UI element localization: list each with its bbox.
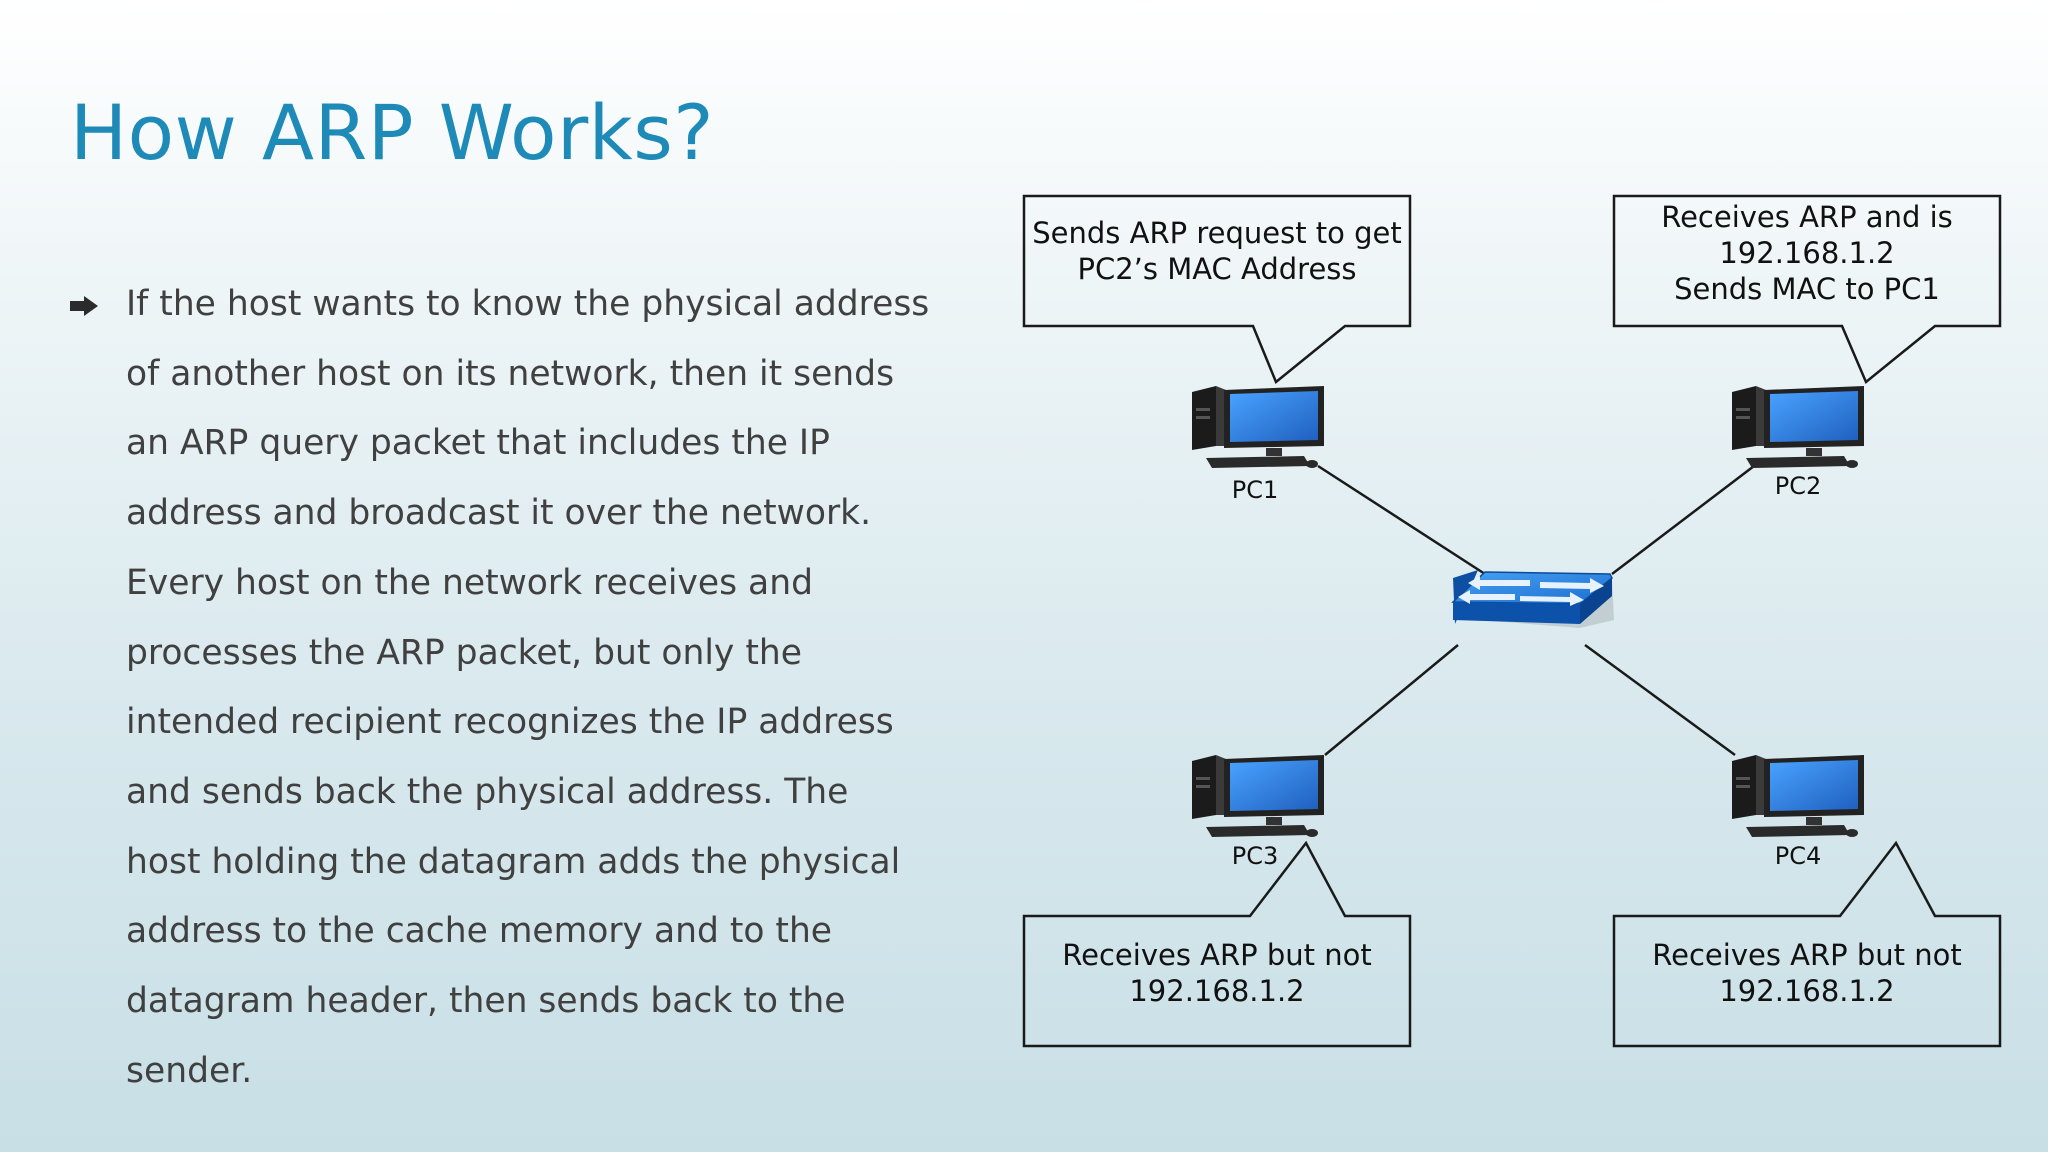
callout-box-pc1 <box>1022 194 1412 385</box>
pc1-computer-icon <box>1192 386 1324 468</box>
pc3-label: PC3 <box>1231 842 1279 870</box>
pc2-label: PC2 <box>1774 472 1822 500</box>
pc4-computer-icon <box>1732 755 1864 837</box>
bullet-text: If the host wants to know the physical a… <box>126 284 930 1091</box>
pc1-label: PC1 <box>1231 476 1279 504</box>
pc4-label: PC4 <box>1774 842 1822 870</box>
callout-box-pc3 <box>1022 840 1412 1048</box>
pc3-computer-icon <box>1192 755 1324 837</box>
callout-text-pc3: Receives ARP but not 192.168.1.2 <box>1062 938 1372 1008</box>
callout-text-pc2: Receives ARP and is 192.168.1.2 Sends MA… <box>1661 200 1953 306</box>
right-arrow-bullet-icon <box>70 296 98 316</box>
callout-text-pc4: Receives ARP but not 192.168.1.2 <box>1652 938 1962 1008</box>
connection-lines <box>1317 464 1755 757</box>
callout-box-pc4 <box>1612 840 2002 1048</box>
slide-title: How ARP Works? <box>70 88 715 177</box>
callout-text-pc1: Sends ARP request to get PC2’s MAC Addre… <box>1032 216 1402 286</box>
network-switch-icon <box>1451 570 1614 628</box>
pc2-computer-icon <box>1732 386 1864 468</box>
callout-box-pc2 <box>1612 194 2002 385</box>
bullet-list: If the host wants to know the physical a… <box>70 270 930 1106</box>
